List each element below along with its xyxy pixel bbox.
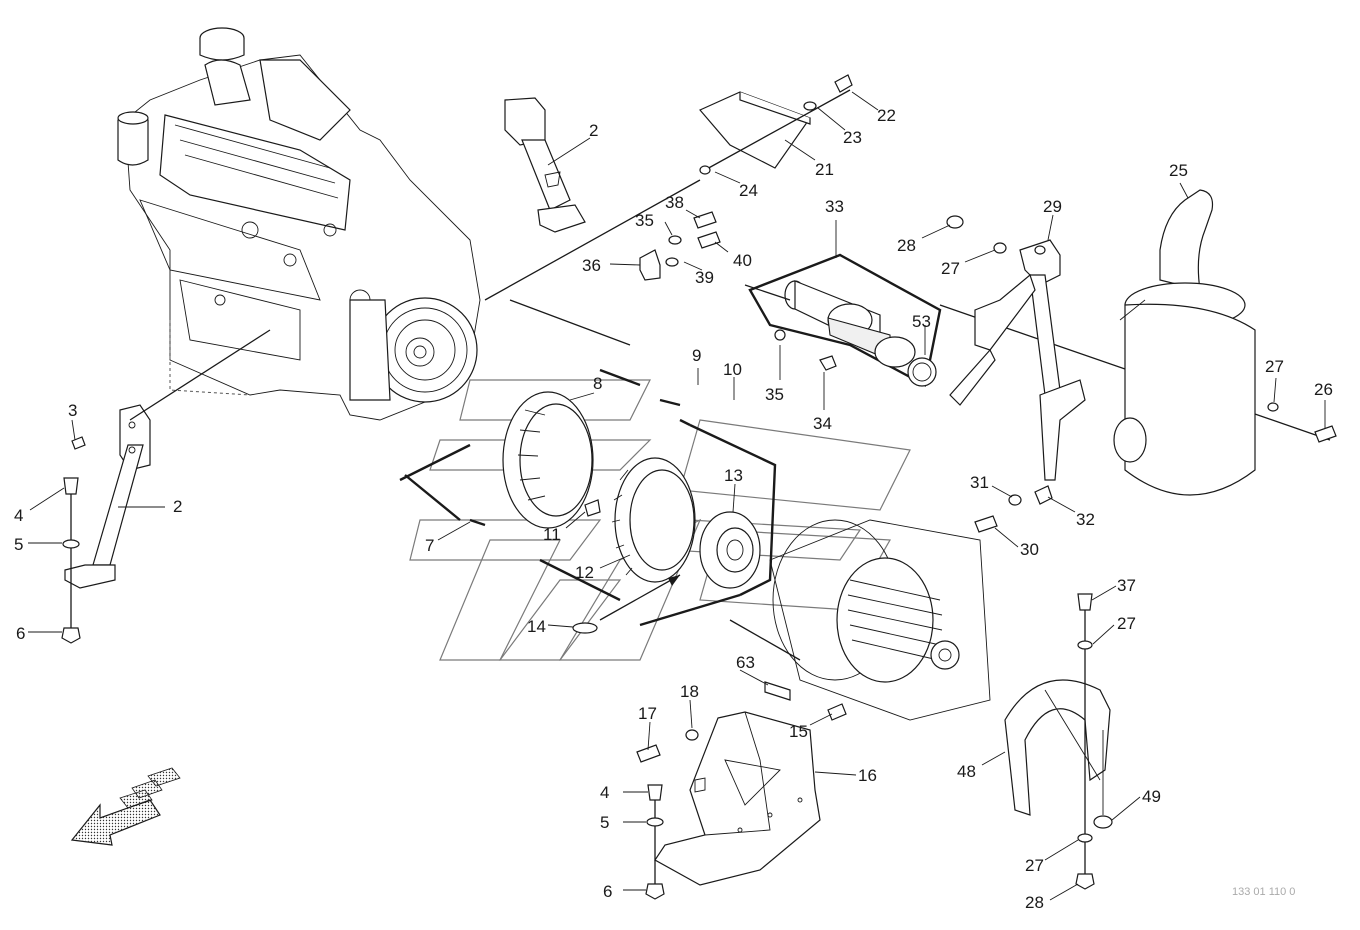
part-label: 38 [665,193,684,212]
leader-line [744,284,791,301]
part-number-labels: 2 22 23 21 24 38 35 36 40 39 33 25 29 28… [14,106,1333,912]
label-leaders [28,91,1326,901]
assembly-arrow [599,574,681,621]
part-label: 23 [843,128,862,147]
leader-line [484,179,701,301]
part-label: 32 [1076,510,1095,529]
engine [117,27,481,421]
part-label: 2 [173,497,182,516]
part-label: 2 [589,121,598,140]
part-label: 28 [897,236,916,255]
part-label: 13 [724,466,743,485]
part-label: 29 [1043,197,1062,216]
part-label: 5 [600,813,609,832]
drive-sprocket [572,457,696,634]
part-label: 30 [1020,540,1039,559]
part-label: 27 [941,259,960,278]
leader-line [129,329,271,421]
part-label: 27 [1265,357,1284,376]
part-label: 16 [858,766,877,785]
part-label: 6 [603,882,612,901]
clip-assembly [639,211,721,281]
part-label: 48 [957,762,976,781]
coupling-ring [399,391,594,529]
part-label: 10 [723,360,742,379]
part-label: 26 [1314,380,1333,399]
part-label: 33 [825,197,844,216]
belt-guard [1004,593,1113,890]
part-label: 4 [600,783,609,802]
part-label: 24 [739,181,758,200]
part-label: 28 [1025,893,1044,912]
part-label: 27 [1117,614,1136,633]
cover-plate [699,74,853,175]
part-label: 63 [736,653,755,672]
part-label: 3 [68,401,77,420]
part-label: 31 [970,473,989,492]
part-label: 36 [582,256,601,275]
part-label: 34 [813,414,832,433]
part-label: 14 [527,617,546,636]
part-label: 7 [425,536,434,555]
part-label: 35 [635,211,654,230]
part-label: 49 [1142,787,1161,806]
part-label: 12 [575,563,594,582]
part-label: 18 [680,682,699,701]
upper-support-bracket [504,97,586,233]
part-label: 40 [733,251,752,270]
direction-arrow [70,767,181,846]
lower-mount-bracket [636,681,821,900]
part-label: 39 [695,268,714,287]
part-label: 4 [14,506,23,525]
clutch-hub [699,511,761,589]
part-label: 27 [1025,856,1044,875]
drawing-code: 133 01 110 0 [1232,886,1295,898]
intake-duct [748,253,942,387]
part-label: 53 [912,312,931,331]
leader-line [509,299,631,346]
part-label: 15 [789,722,808,741]
left-support-bracket [61,404,151,644]
part-label: 25 [1169,161,1188,180]
part-label: 11 [543,525,561,544]
part-label: 37 [1117,576,1136,595]
generator [729,519,991,721]
arrow-head [668,575,680,586]
assembly-frame [404,368,777,627]
exhaust-muffler [1113,189,1256,496]
part-label: 8 [593,374,602,393]
muffler-bracket [946,215,1337,533]
part-label: 9 [692,346,701,365]
part-label: 6 [16,624,25,643]
part-label: 21 [815,160,834,179]
part-label: 35 [765,385,784,404]
part-label: 5 [14,535,23,554]
part-label: 22 [877,106,896,125]
part-label: 17 [638,704,657,723]
